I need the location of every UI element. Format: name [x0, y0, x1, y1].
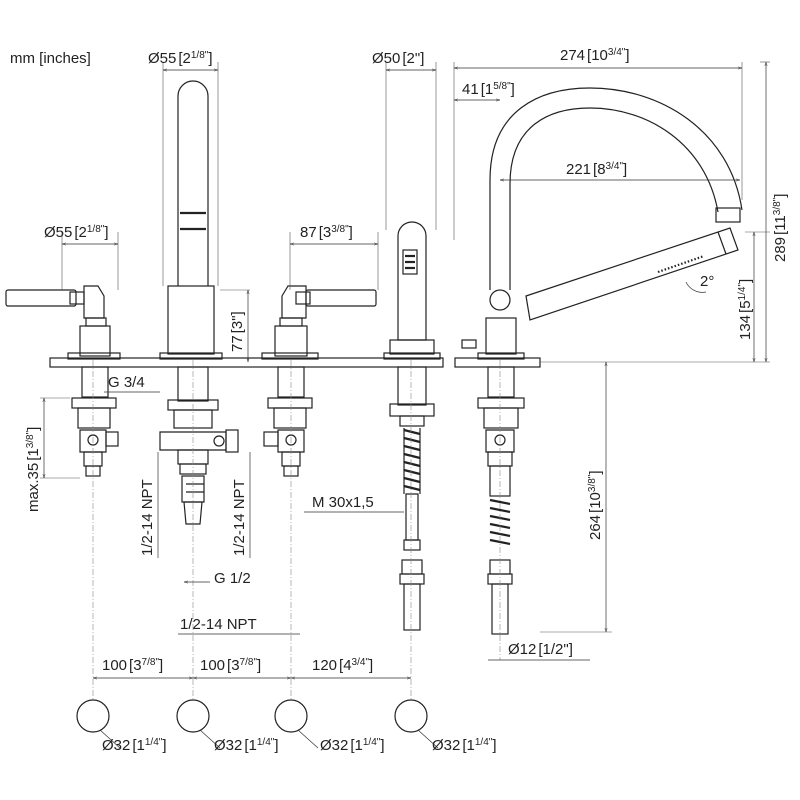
label-w274: 274[103/4"]: [560, 47, 630, 64]
label-d55-lever: Ø55[21/8"]: [44, 224, 109, 241]
right-handle-valve: [261, 285, 377, 477]
label-hole-1: Ø32[11/4"]: [102, 737, 167, 754]
label-d12: Ø12[1/2"]: [508, 641, 573, 658]
tall-spout: [159, 80, 239, 525]
label-w221: 221[83/4"]: [566, 161, 627, 178]
units-label: mm [inches]: [10, 50, 91, 67]
diameter-symbol-icon: Ø: [102, 737, 114, 754]
diameter-symbol-icon: Ø: [148, 50, 160, 67]
label-hole-3: Ø32[11/4"]: [320, 737, 385, 754]
label-max35: max.35[13/8"]: [25, 427, 42, 512]
label-spacing-3: 120[43/4"]: [312, 657, 373, 674]
label-g34: G 3/4: [108, 374, 145, 391]
label-hole-4: Ø32[11/4"]: [432, 737, 497, 754]
label-h289: 289[113/8"]: [772, 194, 789, 262]
diameter-symbol-icon: Ø: [44, 224, 56, 241]
label-d50-top: Ø50[2"]: [372, 50, 424, 67]
label-h264: 264[103/8"]: [587, 470, 604, 540]
label-h134: 134[51/4"]: [737, 279, 754, 340]
label-d55-top: Ø55[21/8"]: [148, 50, 213, 67]
label-angle: 2°: [700, 273, 714, 290]
label-npt-left: 1/2-14 NPT: [139, 479, 156, 556]
mounting-holes: [76, 699, 439, 749]
diameter-symbol-icon: Ø: [508, 641, 520, 658]
label-w41: 41[15/8"]: [462, 81, 515, 98]
dimension-lines: [44, 62, 766, 678]
label-npt-bottom: 1/2-14 NPT: [180, 616, 257, 633]
diameter-symbol-icon: Ø: [214, 737, 226, 754]
hand-shower-holder: [383, 221, 441, 631]
hole-4: [394, 699, 428, 733]
label-h77: 77[3"]: [229, 311, 246, 352]
label-w87: 87[33/8"]: [300, 224, 353, 241]
diameter-symbol-icon: Ø: [432, 737, 444, 754]
hole-1: [76, 699, 110, 733]
label-g12: G 1/2: [214, 570, 251, 587]
left-handle-valve: [5, 285, 121, 477]
diameter-symbol-icon: Ø: [320, 737, 332, 754]
label-hole-2: Ø32[11/4"]: [214, 737, 279, 754]
extension-lines: [40, 61, 770, 700]
label-spacing-2: 100[37/8"]: [200, 657, 261, 674]
label-spacing-1: 100[37/8"]: [102, 657, 163, 674]
dimension-labels: Ø55[21/8"] Ø50[2"] 274[103/4"] 41[15/8"]…: [25, 47, 789, 754]
hole-3: [274, 699, 308, 733]
label-m30: M 30x1,5: [312, 494, 374, 511]
diameter-symbol-icon: Ø: [372, 50, 384, 67]
label-npt-mid: 1/2-14 NPT: [231, 479, 248, 556]
hole-2: [176, 699, 210, 733]
